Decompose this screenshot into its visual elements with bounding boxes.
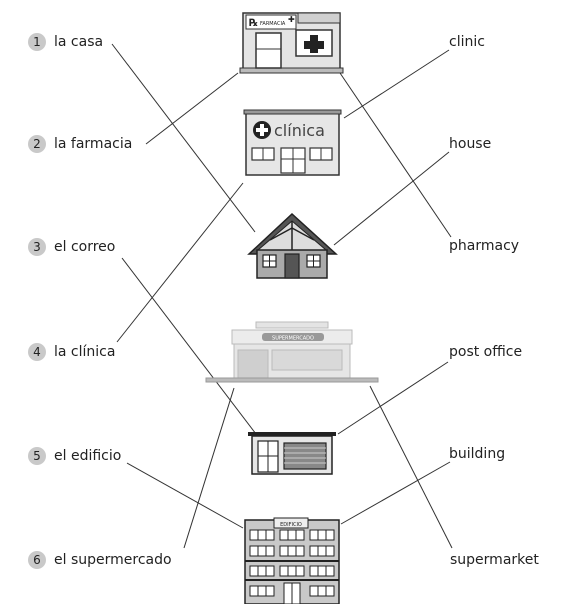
english-word-clinic: clinic [449, 34, 485, 50]
item-number-badge: 4 [28, 343, 46, 361]
line-la-clinica-to-clinic-picture [116, 182, 244, 343]
line-house-to-house-picture [333, 151, 450, 246]
item-number-badge: 3 [28, 238, 46, 256]
spanish-item-3: 3 el correo [28, 238, 115, 256]
line-el-edificio-to-building-picture [126, 462, 244, 529]
english-word-pharmacy: pharmacy [449, 238, 520, 254]
line-building-to-building-picture [340, 461, 451, 525]
spanish-item-5: 5 el edificio [28, 447, 121, 465]
line-supermarket-to-supermarket-picture [369, 385, 453, 549]
pharmacy-cross-icon [304, 35, 324, 53]
line-la-casa-to-house-picture [111, 43, 256, 233]
clinic-picture: clínica [243, 109, 342, 176]
spanish-item-6: 6 el supermercado [28, 551, 172, 569]
spanish-word: el supermercado [54, 552, 172, 568]
post-office-picture [248, 432, 336, 475]
spanish-item-4: 4 la clínica [28, 343, 115, 361]
pharmacy-cross-mark: ✚ [288, 15, 295, 24]
item-number-badge: 5 [28, 447, 46, 465]
pharmacy-picture: ℞ FARMACIA ✚ [239, 12, 344, 74]
item-number-badge: 6 [28, 551, 46, 569]
item-number-badge: 2 [28, 135, 46, 153]
pharmacy-sign: FARMACIA [260, 21, 286, 27]
line-post-office-to-post-office-picture [337, 361, 449, 435]
line-el-supermercado-to-supermarket-picture [183, 387, 235, 549]
clinic-sign: clínica [274, 121, 325, 140]
pharmacy-sign-rx: ℞ [249, 18, 258, 29]
building-sign: EDIFICIO [280, 522, 302, 528]
spanish-word: el edificio [54, 448, 122, 464]
english-word-building: building [449, 446, 506, 462]
spanish-item-2: 2 la farmacia [28, 135, 132, 153]
spanish-word: la casa [54, 34, 104, 50]
house-picture [247, 212, 338, 279]
spanish-item-1: 1 la casa [28, 33, 103, 51]
english-word-post-office: post office [449, 344, 523, 360]
spanish-word: el correo [54, 239, 116, 255]
supermarket-sign: SUPERMERCADO [272, 336, 314, 342]
clinic-cross-icon [256, 124, 268, 136]
line-pharmacy-to-pharmacy-picture [339, 72, 452, 238]
line-clinic-to-clinic-picture [343, 49, 450, 119]
line-la-farmacia-to-pharmacy-picture [145, 72, 239, 145]
english-word-supermarket: supermarket [450, 552, 539, 568]
spanish-word: la clínica [54, 344, 116, 360]
building-picture: EDIFICIO [244, 517, 340, 604]
line-el-correo-to-post-office-picture [121, 257, 257, 435]
item-number-badge: 1 [28, 33, 46, 51]
english-word-house: house [449, 136, 492, 152]
supermarket-picture: SUPERMERCADO [205, 321, 379, 383]
spanish-word: la farmacia [54, 136, 133, 152]
